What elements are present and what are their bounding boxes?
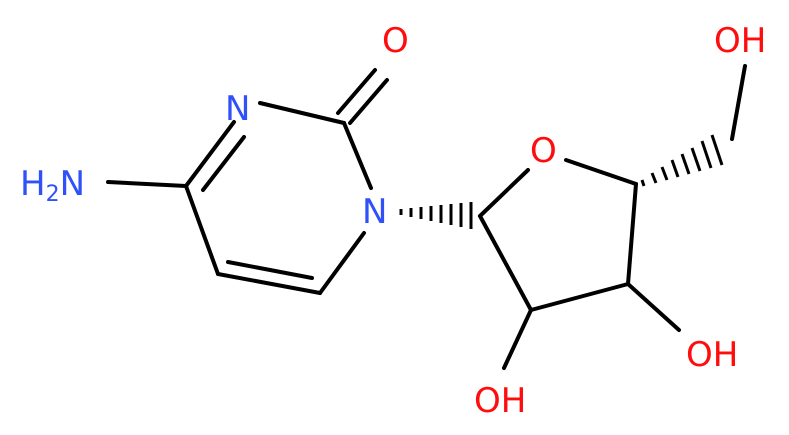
bond-c2-oh [502,308,533,370]
bond-o4-c4 [564,158,638,186]
bond-c5-c6 [216,272,322,295]
bond-c4-c3 [626,182,638,286]
hashed-bond-c4-c5prime [640,134,724,187]
bond-c3-c2 [529,282,630,312]
bond-c5-oh [730,64,747,141]
bond-c6-n1 [318,231,366,295]
bond-c2-n1 [342,121,373,190]
atom-n1: N [362,192,387,232]
atom-oh-right: OH [686,335,738,375]
atom-nh2: H2N [20,164,85,207]
hashed-bond-n1-c1prime [399,202,473,229]
bond-c3-oh [626,282,681,332]
nh2-h: H [20,164,46,204]
nh2-subscript: 2 [46,182,60,207]
bond-c1-o4 [478,168,530,218]
bond-c4-nh2 [106,180,188,188]
atom-n3: N [225,89,250,129]
bond-c4-c5 [184,184,220,276]
bond-n3-c4 [184,120,236,188]
atom-o-ring: O [530,131,557,171]
bond-c2-n3 [258,101,346,125]
atom-oh-top: OH [714,21,766,61]
nh2-n: N [60,164,85,204]
bond-n3-c4-inner [201,135,246,192]
atom-oh-bottom: OH [474,381,526,421]
bond-c2-c1 [478,214,533,312]
bond-c2-o-double-b [348,78,389,125]
atom-o-carbonyl: O [382,21,409,61]
bond-c2-o-double-a [336,68,377,115]
bond-c5-c6-inner [226,260,314,280]
